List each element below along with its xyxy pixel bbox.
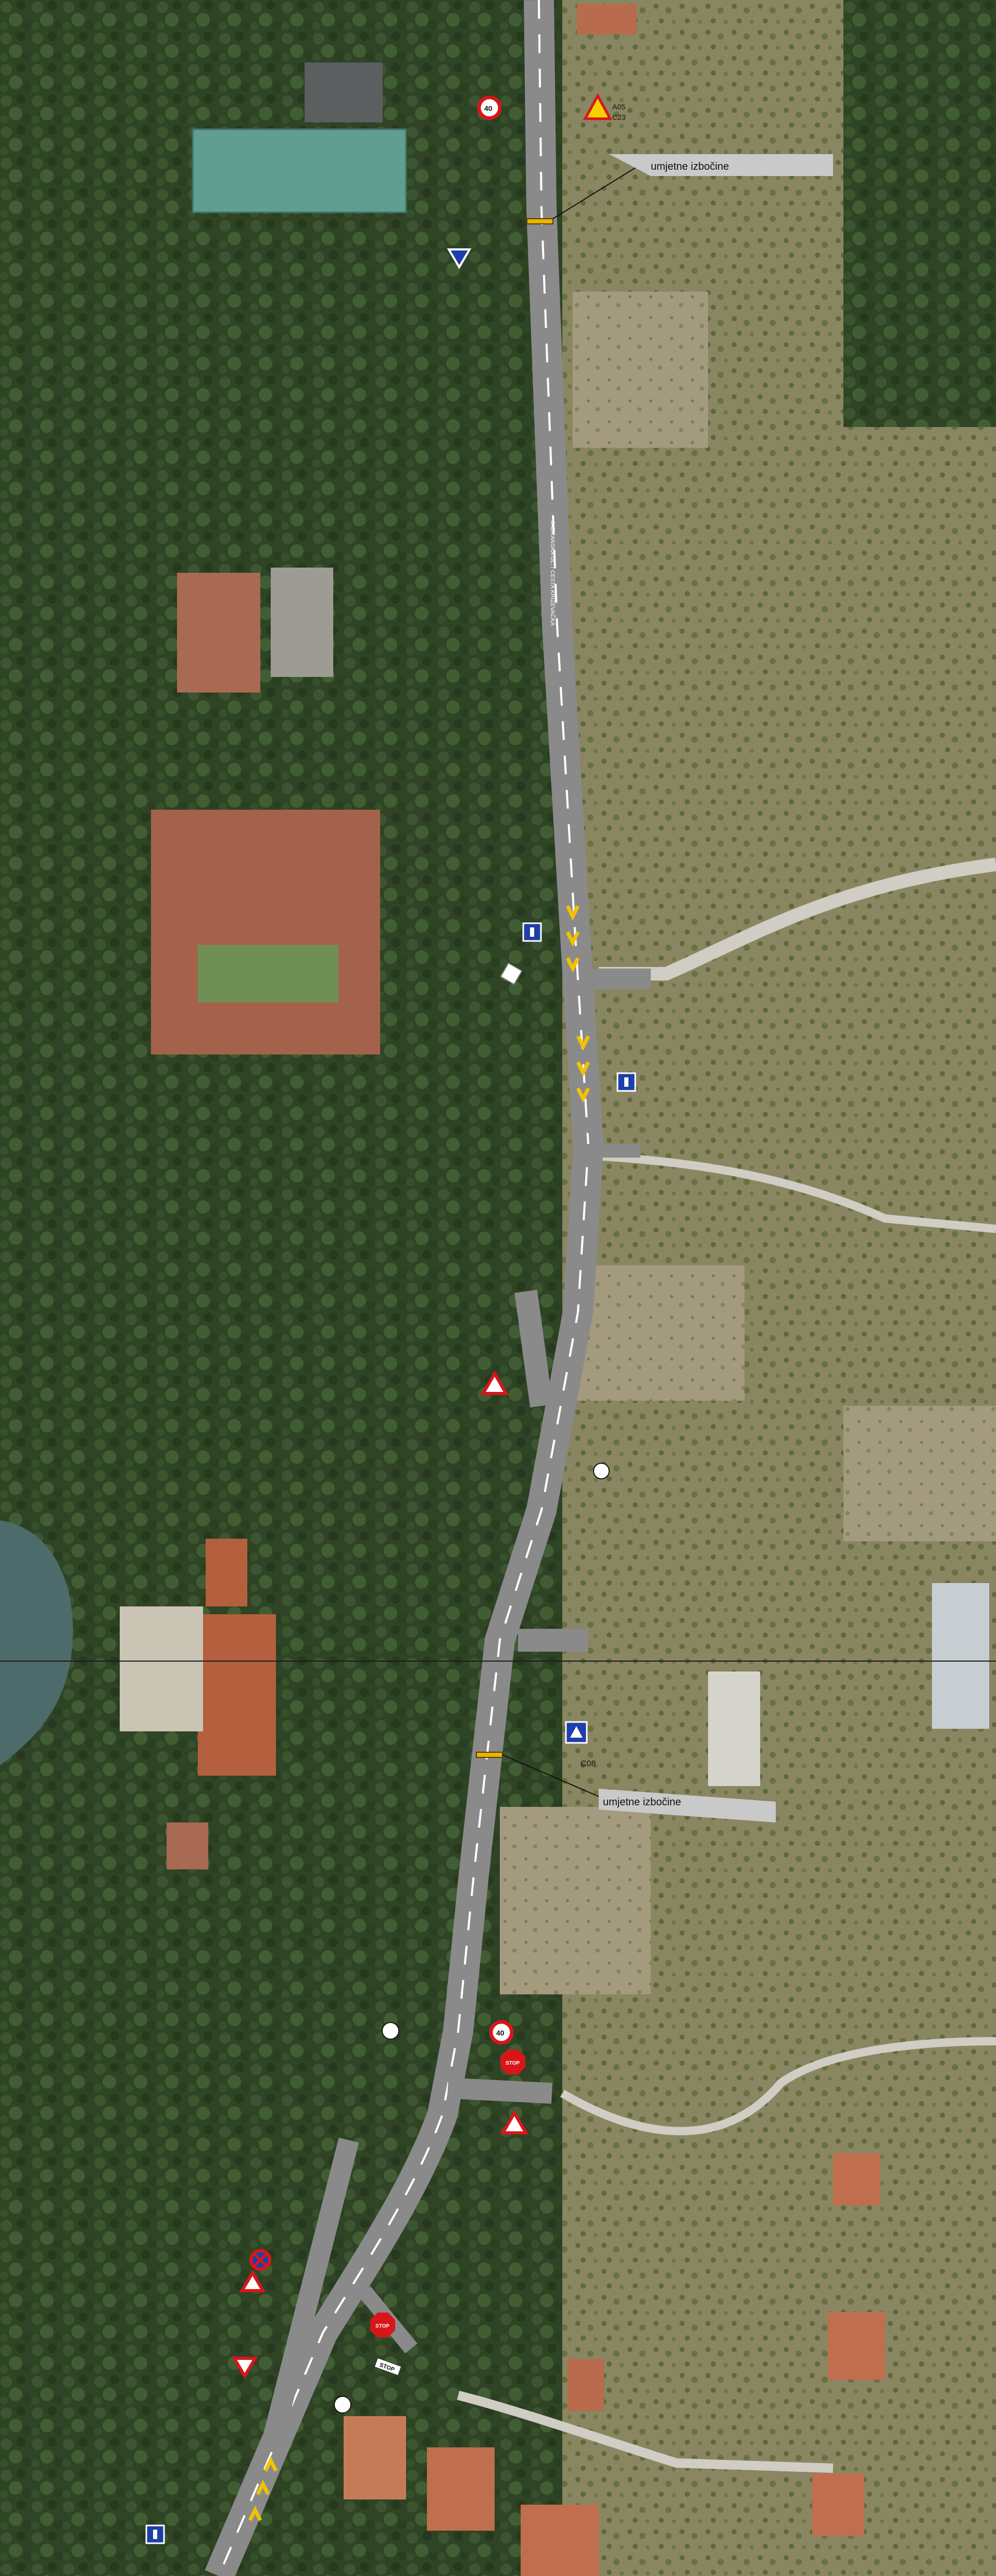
house-east-2 [828,2312,885,2380]
info-sign-icon [565,1721,588,1744]
building-top [305,62,383,122]
house-south-4 [568,2359,604,2411]
info-sign-icon [522,922,542,942]
parking-lot [271,568,333,677]
house-west [198,1614,276,1776]
house-west-2 [206,1539,247,1606]
yield-sign-icon [231,2357,258,2379]
sign-code-a05: A05 [612,103,625,111]
no-parking-sign-icon [249,2249,271,2271]
speed-limit-sign-icon: 40 [477,95,502,120]
side-lane-east-3 [560,2037,996,2135]
monastery-outer [151,810,380,1054]
house-east-1 [833,2153,880,2205]
sea-bay [0,1521,73,1765]
warning-sign-icon [583,93,613,120]
side-lane-east-1 [599,858,996,981]
road-name-label: JADRANSKA UL. / CESTA KRIŽEVAČKA [549,521,556,626]
warning-sign-icon [480,1371,509,1395]
dry-field-3 [843,1406,996,1541]
monastery-courtyard [198,945,338,1002]
main-road-centerline [218,0,590,2576]
dry-field-1 [573,292,708,448]
branch-road-south-east [447,2078,552,2104]
info-sign-icon [616,1072,636,1092]
point-marker-icon [382,2022,399,2040]
sign-code-c23: C23 [612,113,626,121]
greenhouse-east [932,1583,989,1729]
side-lane-east-2 [596,1152,996,1233]
stop-sign-icon: STOP [370,2313,395,2338]
annotation-speed-bumps-mid: umjetne izbočine [599,1789,776,1823]
branch-road-north [514,1290,553,1408]
stop-sign-icon: STOP [500,2050,525,2075]
branch-road-southwest [260,2138,359,2450]
annotation-speed-bumps-top: umjetne izbočine [609,154,833,176]
building-east [708,1672,760,1786]
dry-field-2 [573,1265,745,1401]
point-marker-icon [334,2396,351,2414]
house-south-1 [344,2416,406,2499]
point-marker-icon [593,1463,610,1479]
info-sign-icon [145,2524,165,2544]
greenhouse-top [192,128,407,213]
small-house-west [167,1823,208,1869]
house-south-5 [812,2473,864,2536]
house-south-3 [521,2505,599,2576]
speed-bump-mid [476,1752,503,1758]
dry-field-4 [500,1807,651,1994]
side-lane-south [457,2391,834,2473]
svg-text:STOP: STOP [506,2060,520,2066]
yield-sign-icon [447,248,472,269]
warning-sign-icon [500,2110,529,2134]
svg-text:umjetne izbočine: umjetne izbočine [651,161,729,172]
house-top-right [577,4,637,34]
terrace-west [120,1606,203,1731]
leader-mid [502,1754,599,1797]
warning-sign-icon [239,2270,266,2292]
speed-bump-top [526,218,553,224]
yellow-marking-group-1 [248,905,590,2521]
svg-text:40: 40 [484,104,493,112]
diamond-sign-icon [500,962,523,985]
sign-code-c08: C08 [581,1760,596,1768]
svg-text:STOP: STOP [375,2323,389,2329]
svg-text:umjetne izbočine: umjetne izbočine [603,1796,681,1808]
svg-text:40: 40 [496,2029,505,2037]
forest-east-top [843,0,996,427]
leader-top [552,161,646,219]
speed-limit-sign-icon: 40 [489,2020,514,2045]
house-south-2 [427,2447,495,2531]
house-top-left [177,573,260,693]
